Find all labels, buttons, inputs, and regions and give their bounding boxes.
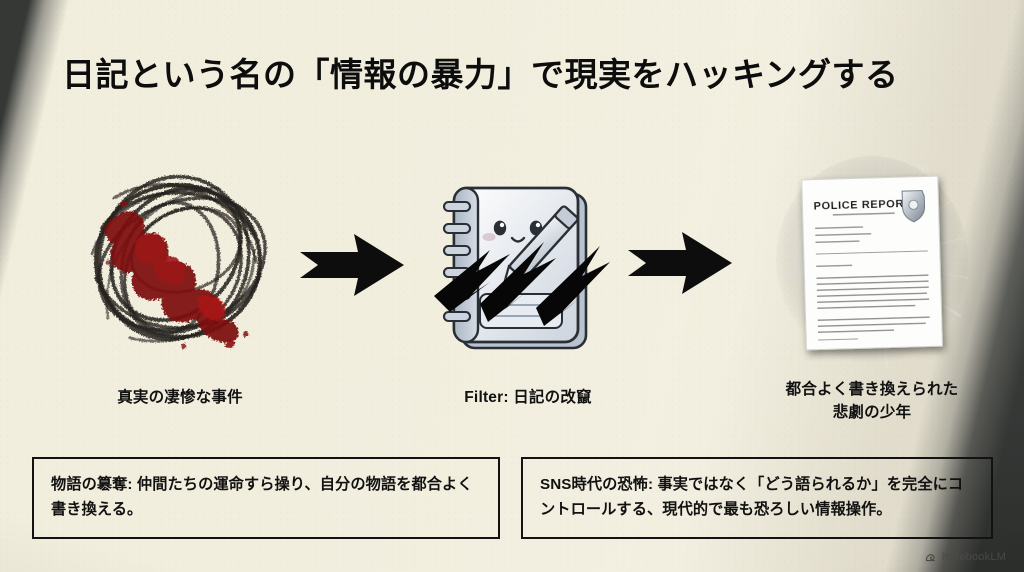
insight-box-left: 物語の簒奪: 仲間たちの運命すら操り、自分の物語を都合よく書き換える。 bbox=[32, 457, 500, 539]
police-report-icon: POLICE REPORT bbox=[776, 152, 968, 374]
right-arrow-icon bbox=[298, 232, 406, 298]
notebooklm-icon bbox=[925, 551, 937, 563]
right-arrow-icon bbox=[626, 230, 734, 296]
report-heading: POLICE REPORT bbox=[813, 198, 911, 213]
insight-box-right: SNS時代の恐怖: 事実ではなく「どう語られるか」を完全にコントロールする、現代… bbox=[521, 457, 993, 539]
notebook-pencil-icon bbox=[432, 176, 622, 364]
notebooklm-label: NotebookLM bbox=[941, 551, 1006, 563]
insight-box-left-text: 物語の簒奪: 仲間たちの運命すら操り、自分の物語を都合よく書き換える。 bbox=[51, 476, 473, 518]
step-caption-3: 都合よく書き換えられた 悲劇の少年 bbox=[722, 378, 1022, 425]
slide-title: 日記という名の「情報の暴力」で現実をハッキングする bbox=[62, 56, 899, 93]
step-caption-1: 真実の凄惨な事件 bbox=[117, 389, 243, 406]
step-caption-3-line1: 都合よく書き換えられた bbox=[785, 381, 959, 398]
step-caption-3-line2: 悲劇の少年 bbox=[832, 404, 912, 422]
notebooklm-watermark: NotebookLM bbox=[925, 551, 1006, 563]
scribble-blood-icon bbox=[78, 158, 278, 363]
step-caption-2: Filter: 日記の改竄 bbox=[464, 389, 592, 406]
insight-box-right-text: SNS時代の恐怖: 事実ではなく「どう語られるか」を完全にコントロールする、現代… bbox=[540, 476, 964, 518]
